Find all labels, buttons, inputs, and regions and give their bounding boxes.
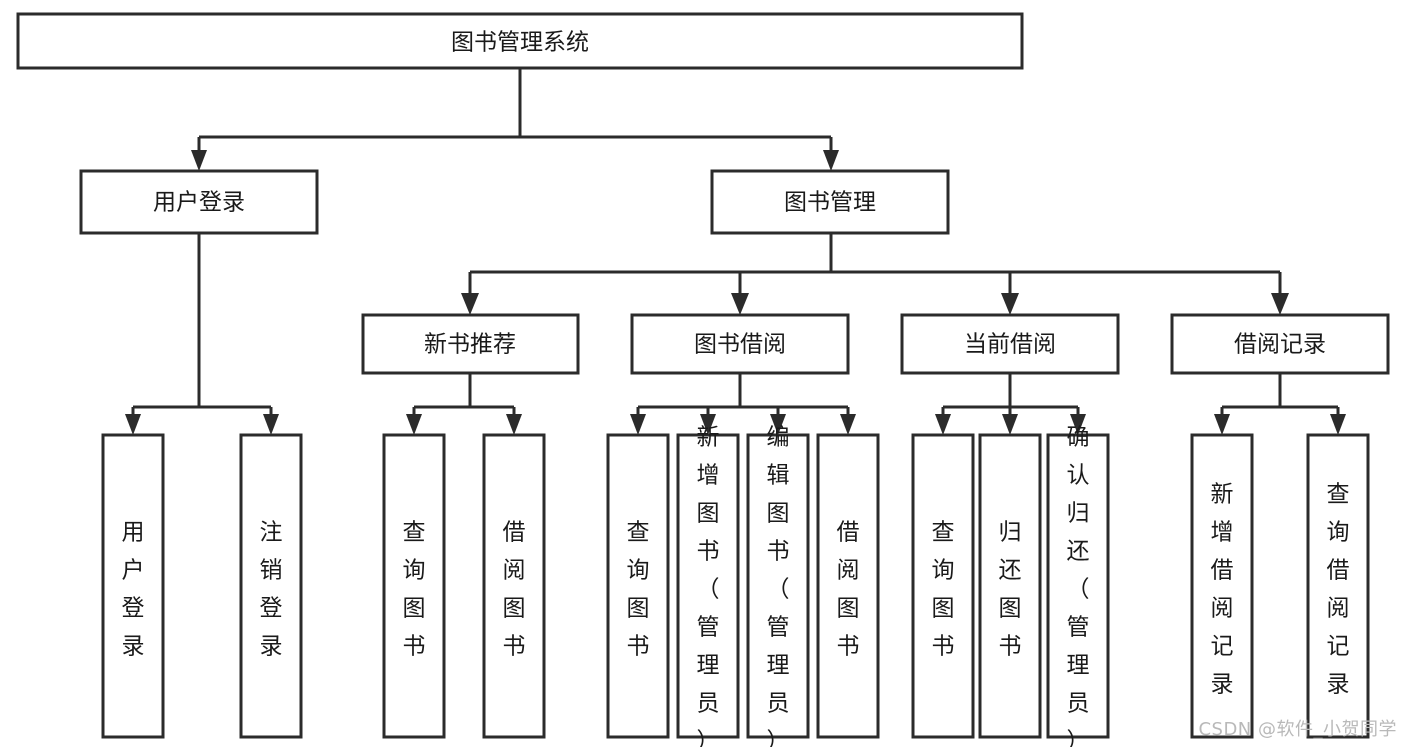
- arrow-head-leaf-query-book-3: [935, 414, 951, 435]
- arrow-head-current-borrow: [1001, 293, 1019, 315]
- node-book-manage[interactable]: 图书管理: [710, 169, 950, 235]
- node-root[interactable]: 图书管理系统: [16, 12, 1024, 70]
- arrow-head-borrow-record: [1271, 293, 1289, 315]
- arrow-head-leaf-add-record: [1214, 414, 1230, 435]
- node-leaf-user-logout[interactable]: 注销登录: [239, 433, 303, 739]
- node-leaf-user-login-box[interactable]: [101, 433, 165, 739]
- node-user-login-label: 用户登录: [153, 190, 245, 216]
- node-book-borrow-box[interactable]: [630, 313, 850, 375]
- node-current-borrow[interactable]: 当前借阅: [900, 313, 1120, 375]
- node-new-book-rec-label: 新书推荐: [424, 332, 516, 358]
- node-borrow-record[interactable]: 借阅记录: [1170, 313, 1390, 375]
- node-leaf-query-book-2[interactable]: 查询图书: [606, 433, 670, 739]
- node-leaf-confirm-return[interactable]: 确认归还（管理员）: [1046, 425, 1110, 747]
- node-leaf-query-book-1-label: 查询图书: [403, 520, 426, 660]
- node-leaf-add-record-label: 新增借阅记录: [1211, 482, 1234, 698]
- node-borrow-record-label: 借阅记录: [1234, 332, 1326, 358]
- node-leaf-user-logout-label: 注销登录: [260, 520, 283, 660]
- arrow-head-leaf-query-record: [1330, 414, 1346, 435]
- arrow-head-book-borrow: [731, 293, 749, 315]
- connector-root-to-level2: [191, 68, 839, 171]
- node-leaf-return-book[interactable]: 归还图书: [978, 433, 1042, 739]
- node-leaf-edit-book-box[interactable]: [746, 433, 810, 739]
- node-leaf-confirm-return-box[interactable]: [1046, 433, 1110, 739]
- node-leaf-borrow-book-2[interactable]: 借阅图书: [816, 433, 880, 739]
- node-leaf-user-logout-box[interactable]: [239, 433, 303, 739]
- arrow-head-leaf-query-book-1: [406, 414, 422, 435]
- node-book-borrow-label: 图书借阅: [694, 332, 786, 358]
- node-leaf-return-book-label: 归还图书: [999, 520, 1022, 660]
- arrow-head-leaf-return-book: [1002, 414, 1018, 435]
- node-root-box[interactable]: [16, 12, 1024, 70]
- node-leaf-user-login[interactable]: 用户登录: [101, 433, 165, 739]
- node-leaf-user-login-label: 用户登录: [122, 520, 145, 660]
- connector-current-borrow-to-leaves: [935, 373, 1086, 435]
- arrow-head-leaf-borrow-book-1: [506, 414, 522, 435]
- node-leaf-borrow-book-1-box[interactable]: [482, 433, 546, 739]
- node-leaf-query-book-3-box[interactable]: [911, 433, 975, 739]
- arrow-head-leaf-query-book-2: [630, 414, 646, 435]
- node-leaf-edit-book[interactable]: 编辑图书（管理员）: [746, 425, 810, 747]
- node-leaf-return-book-box[interactable]: [978, 433, 1042, 739]
- node-leaf-query-record[interactable]: 查询借阅记录: [1306, 433, 1370, 739]
- arrow-head-leaf-confirm-return: [1070, 414, 1086, 435]
- node-leaf-query-book-1[interactable]: 查询图书: [382, 433, 446, 739]
- connector-new-book-rec-to-leaves: [406, 373, 522, 435]
- arrow-head-leaf-add-book: [700, 414, 716, 435]
- arrow-head-new-book-rec: [461, 293, 479, 315]
- node-leaf-borrow-book-1[interactable]: 借阅图书: [482, 433, 546, 739]
- node-leaf-add-book-box[interactable]: [676, 433, 740, 739]
- node-leaf-edit-book-label: 编辑图书（管理员）: [767, 425, 790, 747]
- node-new-book-rec[interactable]: 新书推荐: [361, 313, 580, 375]
- node-book-borrow[interactable]: 图书借阅: [630, 313, 850, 375]
- arrow-head-leaf-edit-book: [770, 414, 786, 435]
- node-leaf-add-record-box[interactable]: [1190, 433, 1254, 739]
- node-leaf-query-book-2-label: 查询图书: [627, 520, 650, 660]
- connector-borrow-record-to-leaves: [1214, 373, 1346, 435]
- node-user-login[interactable]: 用户登录: [79, 169, 319, 235]
- node-current-borrow-label: 当前借阅: [964, 332, 1056, 358]
- node-leaf-query-record-box[interactable]: [1306, 433, 1370, 739]
- node-user-login-box[interactable]: [79, 169, 319, 235]
- arrow-head-leaf-user-logout: [263, 414, 279, 435]
- node-root-label: 图书管理系统: [451, 30, 589, 56]
- node-book-manage-box[interactable]: [710, 169, 950, 235]
- connector-book-borrow-to-leaves: [630, 373, 856, 435]
- arrow-head-book-manage: [823, 150, 839, 171]
- node-leaf-query-book-3-label: 查询图书: [932, 520, 955, 660]
- node-leaf-add-record[interactable]: 新增借阅记录: [1190, 433, 1254, 739]
- csdn-watermark: CSDN @软件_小贺同学: [1198, 719, 1397, 740]
- connector-user-login-to-leaves: [125, 233, 279, 435]
- node-book-manage-label: 图书管理: [784, 190, 876, 216]
- node-leaf-add-book[interactable]: 新增图书（管理员）: [676, 425, 740, 747]
- node-leaf-query-book-1-box[interactable]: [382, 433, 446, 739]
- node-leaf-borrow-book-2-label: 借阅图书: [837, 520, 860, 660]
- arrow-head-leaf-borrow-book-2: [840, 414, 856, 435]
- connector-book-manage-to-level3: [461, 233, 1289, 315]
- node-leaf-confirm-return-label: 确认归还（管理员）: [1067, 425, 1090, 747]
- node-leaf-query-book-3[interactable]: 查询图书: [911, 433, 975, 739]
- arrow-head-leaf-user-login: [125, 414, 141, 435]
- arrow-head-user-login: [191, 150, 207, 171]
- node-borrow-record-box[interactable]: [1170, 313, 1390, 375]
- node-leaf-query-record-label: 查询借阅记录: [1327, 482, 1350, 698]
- node-leaf-borrow-book-1-label: 借阅图书: [503, 520, 526, 660]
- node-leaf-add-book-label: 新增图书（管理员）: [697, 425, 720, 747]
- node-current-borrow-box[interactable]: [900, 313, 1120, 375]
- node-leaf-borrow-book-2-box[interactable]: [816, 433, 880, 739]
- node-new-book-rec-box[interactable]: [361, 313, 580, 375]
- node-leaf-query-book-2-box[interactable]: [606, 433, 670, 739]
